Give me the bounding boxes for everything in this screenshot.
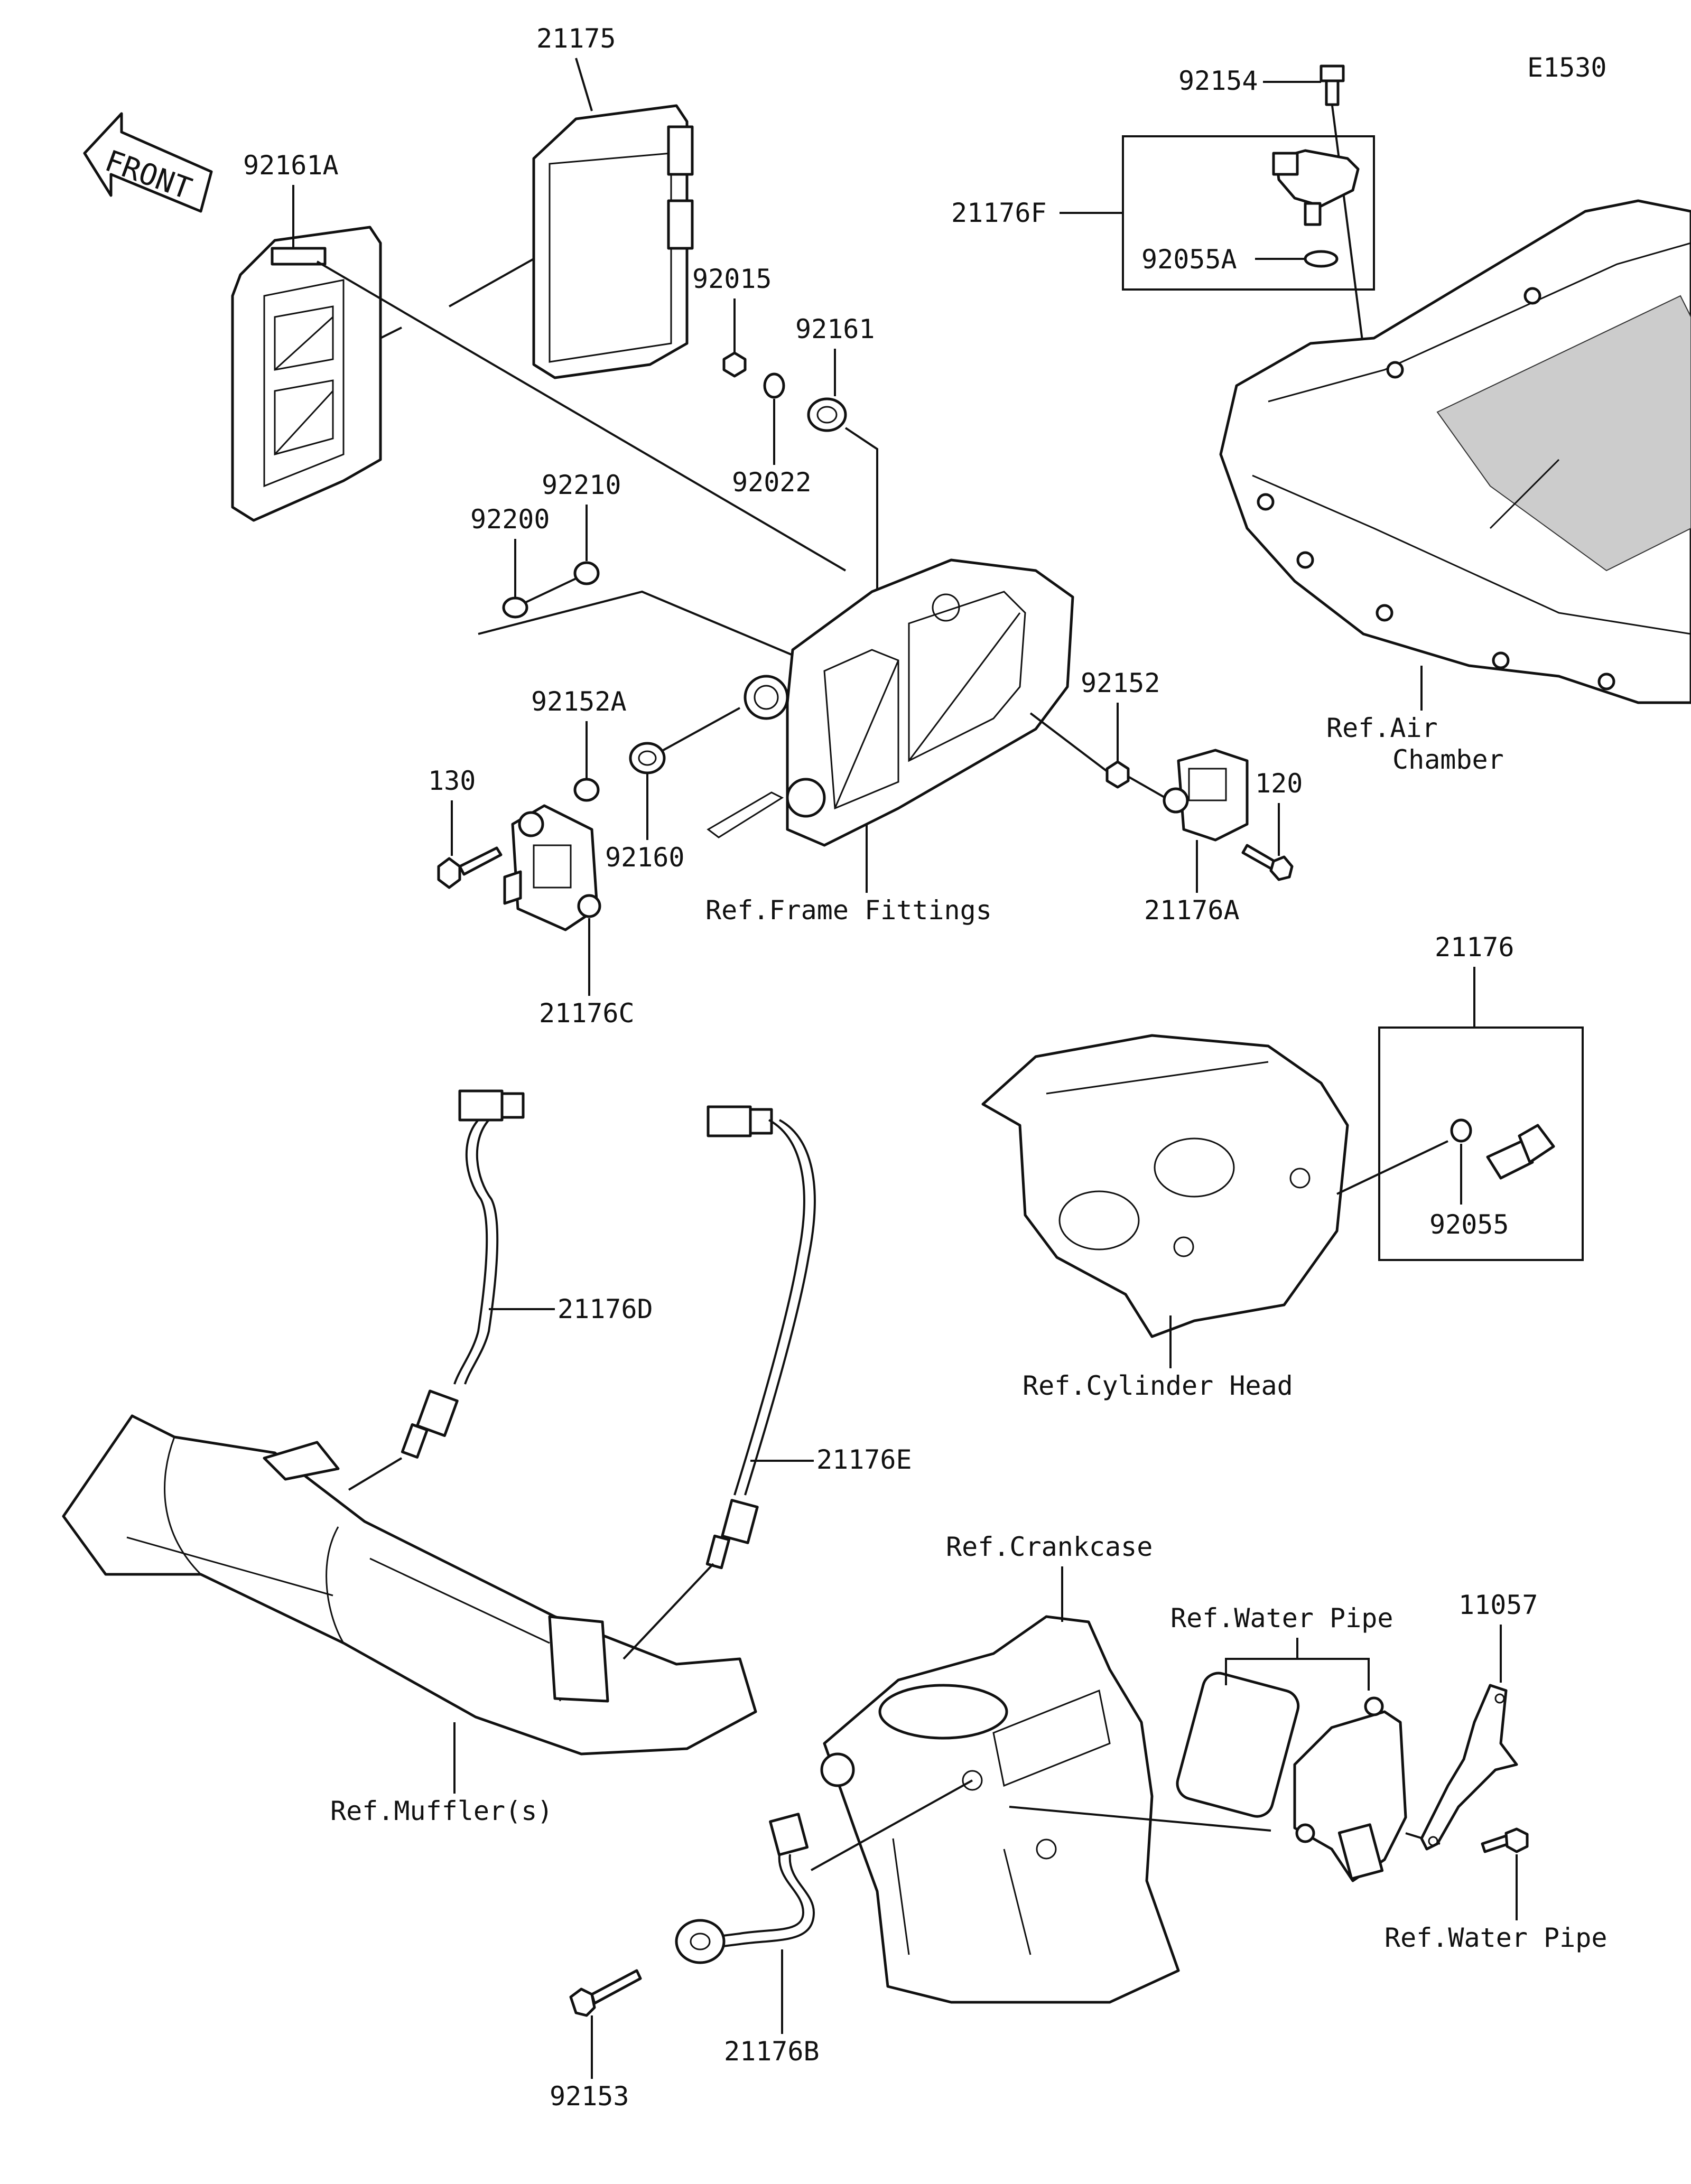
label-120: 120 (1255, 768, 1303, 799)
label-92055a: 92055A (1141, 244, 1237, 275)
ref-air-chamber-1: Ref.Air (1326, 713, 1438, 743)
label-130: 130 (428, 766, 476, 796)
bracket-11057[interactable] (1420, 1684, 1518, 1851)
o2-sensor-21176e[interactable] (705, 1105, 816, 1570)
muffler (62, 1414, 757, 1756)
ref-mufflers: Ref.Muffler(s) (330, 1796, 553, 1826)
bolt-130[interactable] (437, 846, 503, 889)
bolt-92153[interactable] (569, 1969, 642, 2017)
bolt-water-pipe[interactable] (1481, 1827, 1529, 1853)
grommet-92161[interactable] (807, 397, 847, 432)
label-92015: 92015 (692, 264, 772, 294)
grommet-92160[interactable] (629, 742, 666, 774)
label-92161a: 92161A (243, 150, 339, 181)
label-21176e: 21176E (816, 1444, 912, 1475)
label-21176d: 21176D (558, 1294, 653, 1324)
label-21176: 21176 (1435, 932, 1515, 963)
kit-box-21176 (1378, 1026, 1584, 1261)
label-92200: 92200 (470, 504, 550, 535)
label-92154: 92154 (1178, 66, 1258, 96)
washer-92200[interactable] (502, 596, 528, 619)
ref-cylinder-head: Ref.Cylinder Head (1023, 1370, 1293, 1401)
sensor-21176b[interactable] (675, 1813, 815, 1964)
oring-92055a[interactable] (1304, 250, 1339, 268)
label-21175: 21175 (536, 23, 616, 54)
ref-water-pipe-bottom: Ref.Water Pipe (1385, 1922, 1607, 1953)
cylinder-head (981, 1034, 1349, 1338)
ref-water-pipe-top: Ref.Water Pipe (1170, 1603, 1393, 1634)
label-92160: 92160 (605, 842, 685, 873)
frame-fittings-bracket (707, 558, 1074, 847)
bracket-92161a[interactable] (231, 226, 382, 522)
ecu-21175[interactable] (532, 104, 694, 379)
label-21176b: 21176B (724, 2036, 820, 2067)
air-chamber (1219, 199, 1691, 704)
label-92161: 92161 (795, 314, 875, 344)
label-11057: 11057 (1458, 1590, 1538, 1620)
o2-sensor-21176d[interactable] (401, 1089, 525, 1459)
nut-92015[interactable] (722, 351, 747, 378)
nut-92152a[interactable] (573, 778, 600, 802)
label-21176f: 21176F (951, 198, 1047, 228)
water-pipe-housing (1293, 1696, 1407, 1882)
sensor-21176a[interactable] (1163, 749, 1249, 842)
label-21176a: 21176A (1144, 895, 1240, 926)
oring-92055[interactable] (1450, 1118, 1472, 1143)
sensor-21176f[interactable] (1272, 149, 1360, 226)
gasket-water-pipe (1176, 1672, 1300, 1818)
sensor-21176c[interactable] (503, 804, 601, 931)
crankcase (820, 1615, 1180, 2004)
nut-92210[interactable] (573, 561, 600, 585)
label-21176c: 21176C (539, 998, 635, 1029)
ref-crankcase: Ref.Crankcase (946, 1532, 1153, 1562)
ref-air-chamber-2: Chamber (1392, 744, 1504, 775)
label-92022: 92022 (732, 467, 812, 498)
washer-92022[interactable] (763, 372, 785, 399)
nut-92152[interactable] (1105, 760, 1130, 789)
ref-frame-fittings: Ref.Frame Fittings (705, 895, 992, 926)
bolt-120[interactable] (1241, 844, 1294, 881)
label-92210: 92210 (542, 470, 621, 500)
front-arrow: FRONT (83, 112, 213, 213)
screw-92154[interactable] (1320, 64, 1345, 106)
label-92055: 92055 (1429, 1209, 1509, 1240)
diagram-code: E1530 (1527, 52, 1607, 83)
label-92153: 92153 (550, 2081, 629, 2112)
label-92152: 92152 (1081, 668, 1160, 698)
sensor-21176[interactable] (1486, 1124, 1555, 1180)
label-92152a: 92152A (531, 686, 627, 717)
